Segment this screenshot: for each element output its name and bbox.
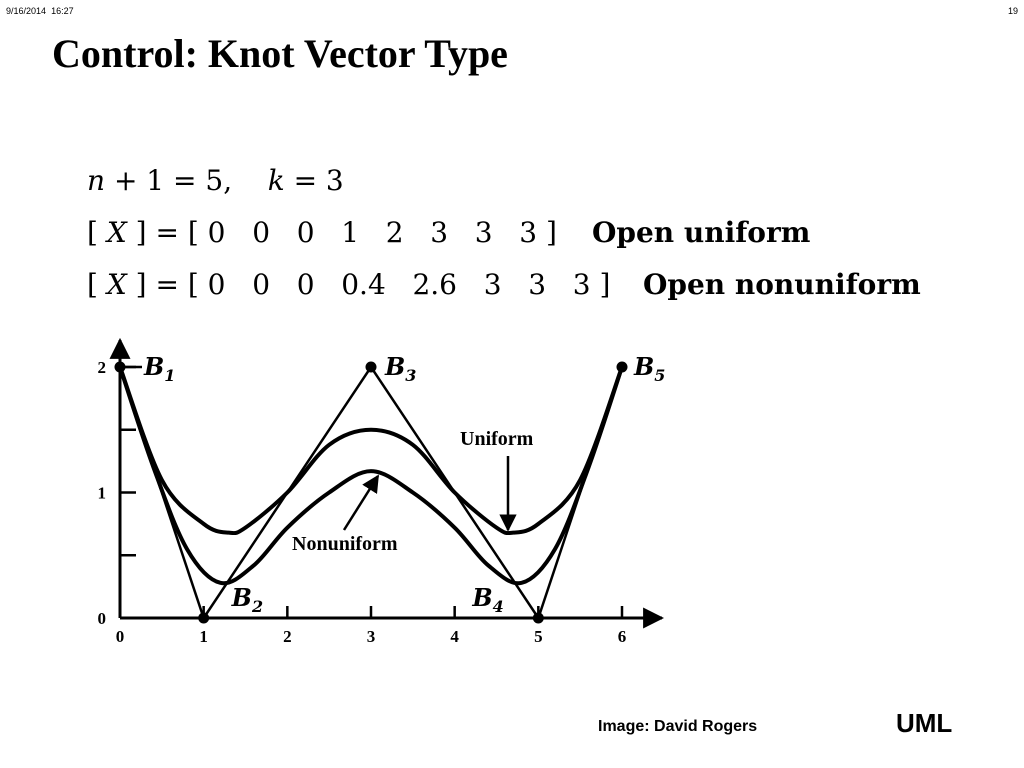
- eq3-label: Open nonuniform: [643, 268, 921, 301]
- control-point-label: B5: [633, 352, 665, 385]
- header-date: 9/16/2014: [6, 6, 47, 16]
- x-tick-label: 1: [199, 627, 208, 646]
- brand-logo-text: UML: [896, 708, 953, 738]
- control-point-label: B4: [471, 583, 503, 616]
- eq-text-1: + 1 = 5,: [105, 164, 268, 197]
- x-tick-label: 6: [618, 627, 627, 646]
- x-tick-label: 0: [116, 627, 125, 646]
- header-time: 16:27: [51, 6, 74, 16]
- eq2-vector: [ 0 0 0 1 2 3 3 3 ]: [187, 216, 557, 249]
- control-point-label: B3: [384, 352, 416, 385]
- x-tick-label: 4: [450, 627, 459, 646]
- x-tick-label: 3: [367, 627, 376, 646]
- annotation-nonuniform-arrow: [342, 474, 380, 531]
- annotation-uniform: Uniform: [460, 428, 534, 450]
- annotation-nonuniform: Nonuniform: [292, 533, 398, 555]
- control-point-label: B1: [143, 352, 175, 385]
- image-credit: Image: David Rogers: [598, 718, 758, 735]
- control-point: [532, 612, 544, 624]
- control-point: [365, 361, 377, 373]
- x-tick-label: 5: [534, 627, 543, 646]
- eq2-var: X: [106, 216, 127, 249]
- control-polygon: [118, 364, 624, 621]
- series-line-uniform: [118, 366, 624, 536]
- eq-var-k: k: [267, 164, 285, 197]
- control-point-label: B2: [231, 583, 263, 616]
- eq3-var: X: [106, 268, 127, 301]
- x-tick-label: 2: [283, 627, 292, 646]
- eq3-vector: [ 0 0 0 0.4 2.6 3 3 3 ]: [187, 268, 611, 301]
- control-point: [198, 612, 210, 624]
- slide-title: Control: Knot Vector Type: [52, 31, 508, 76]
- header-datetime: 9/16/2014 16:27: [6, 6, 74, 16]
- y-tick-label: 2: [98, 358, 107, 377]
- y-tick-label: 1: [98, 484, 107, 503]
- control-point: [114, 361, 126, 373]
- page-number: 19: [1007, 6, 1018, 16]
- eq2-label: Open uniform: [592, 216, 811, 249]
- eq-var-n: n: [87, 164, 106, 197]
- series-line-nonuniform: [118, 366, 624, 586]
- y-tick-label: 0: [98, 609, 107, 628]
- equation-parameters: n + 1 = 5, k = 3: [87, 164, 344, 197]
- control-point: [616, 361, 628, 373]
- equation-open-nonuniform: [ X ] = [ 0 0 0 0.4 2.6 3 3 3 ]Open nonu…: [87, 268, 921, 301]
- eq-text-2: = 3: [284, 164, 344, 197]
- equation-open-uniform: [ X ] = [ 0 0 0 1 2 3 3 3 ]Open uniform: [87, 216, 811, 249]
